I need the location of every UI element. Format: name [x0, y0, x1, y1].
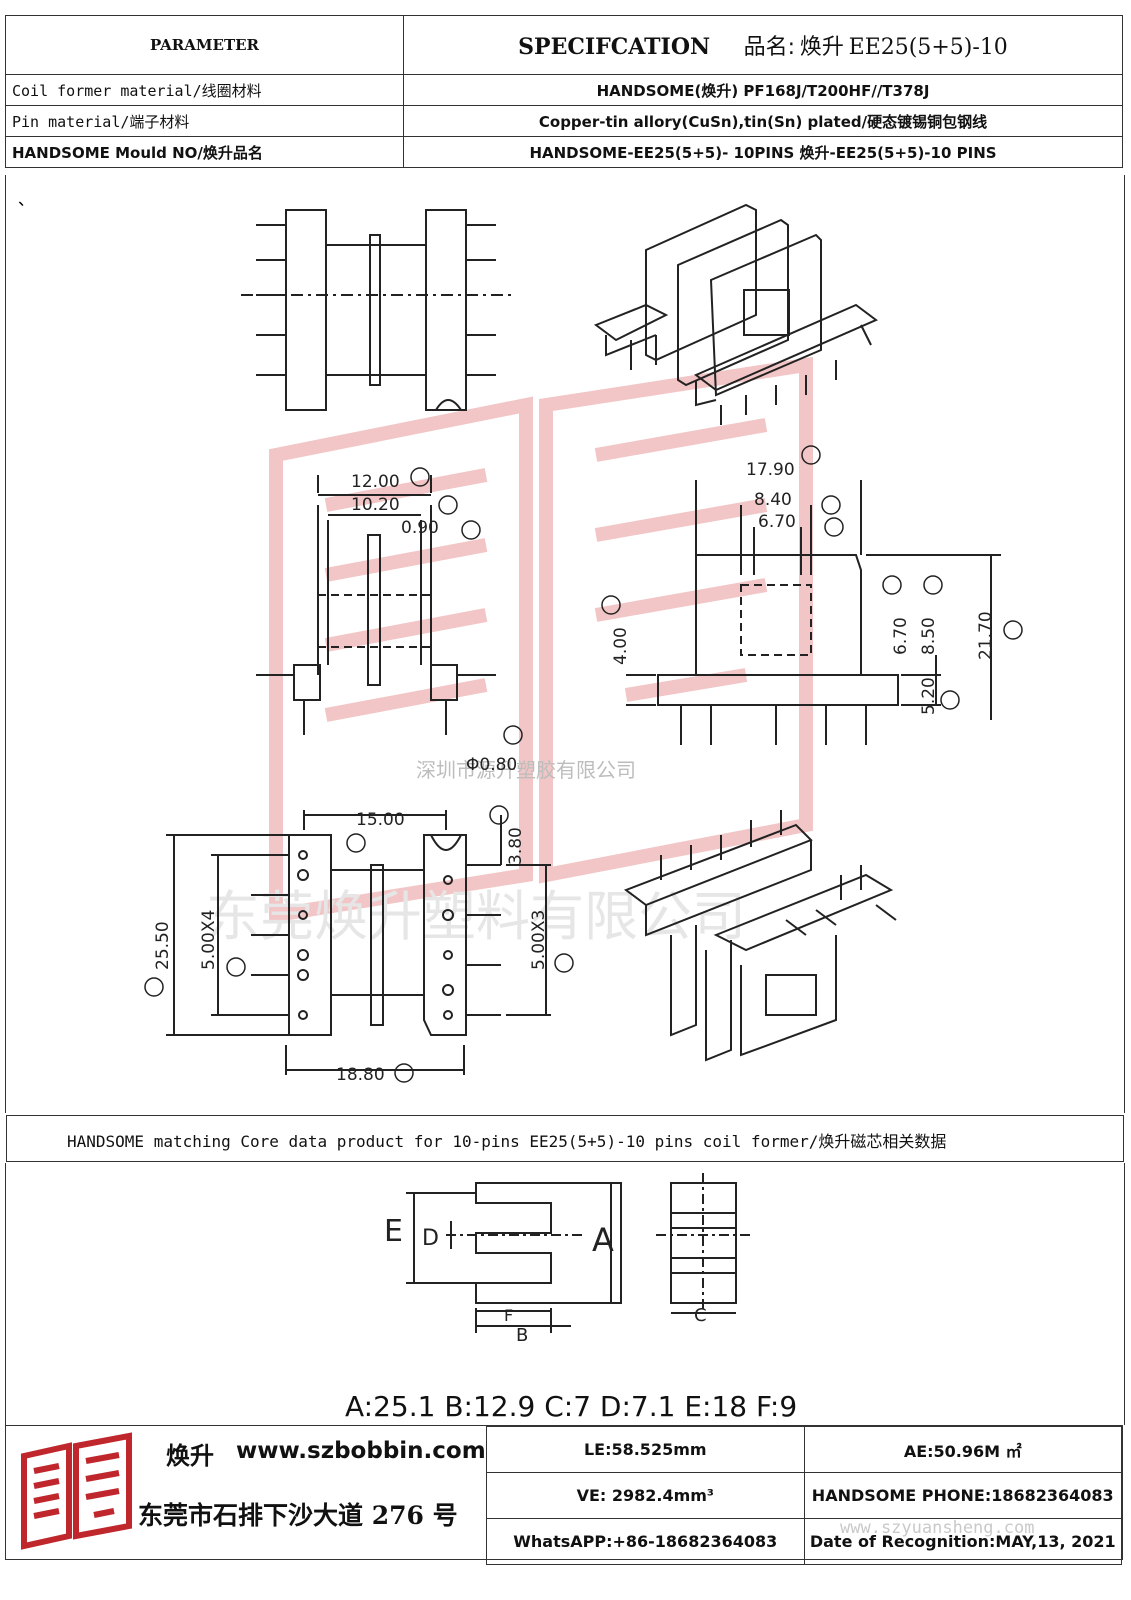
ve-value: VE: 2982.4mm³: [486, 1472, 805, 1519]
dim-r-value: 18.80: [336, 1065, 385, 1085]
row-value-pin-material: Copper-tin allory(CuSn),tin(Sn) plated/硬…: [403, 105, 1123, 137]
row-label-mould-no: HANDSOME Mould NO/焕升品名: [5, 136, 404, 168]
watermark-company-text: 深圳市源升塑胶有限公司: [416, 758, 636, 782]
dim-o-value: 15.00: [356, 810, 405, 830]
phone-value: HANDSOME PHONE:18682364083: [803, 1472, 1122, 1519]
watermark-company-text-2: 东莞焕升塑料有限公司: [206, 885, 746, 948]
le-value: LE:58.525mm: [486, 1426, 805, 1473]
row-label-coil-material: Coil former material/线圈材料: [5, 74, 404, 106]
dim-h-value: 6.70: [758, 512, 796, 532]
core-label-a: A: [592, 1221, 614, 1259]
dim-i-value: 6.70: [891, 617, 911, 655]
dim-n-value: 5.00X4: [199, 910, 219, 970]
circled-markers: [144, 445, 1023, 1083]
watermark-logo: [269, 356, 813, 924]
company-website[interactable]: www.szbobbin.com: [236, 1438, 486, 1464]
spec-header-table: PARAMETER SPECIFCATION 品名: 焕升 EE25(5+5)-…: [5, 15, 1123, 168]
side-view-drawing: [256, 475, 496, 735]
core-parameters-table: LE:58.525mm AE:50.96M ㎡ VE: 2982.4mm³ HA…: [486, 1426, 1122, 1565]
core-drawing-area: E D A F B C: [5, 1163, 1125, 1425]
dim-g-value: 8.40: [754, 490, 792, 510]
dimension-labels: 12.00 10.20 0.90 Φ0.80 17.90 8.40 6.70 1…: [153, 460, 996, 1085]
company-address: 东莞市石排下沙大道 276 号: [138, 1501, 458, 1530]
comma-mark: 、: [18, 190, 34, 209]
core-label-c: C: [694, 1305, 707, 1326]
isometric-view-bottom: [623, 810, 897, 1062]
dim-f-value: 17.90: [746, 460, 795, 480]
core-data-heading-box: HANDSOME matching Core data product for …: [6, 1115, 1124, 1162]
dim-j-value: 8.50: [919, 617, 939, 655]
brand-name-cn: 焕升: [166, 1441, 214, 1470]
spec-label: SPECIFCATION: [518, 34, 711, 60]
watermark-url: www.szyuansheng.com: [840, 1518, 1035, 1538]
dim-e-value: 4.00: [611, 627, 631, 665]
front-view-drawing: [626, 480, 1001, 745]
core-label-d: D: [422, 1226, 439, 1251]
company-logo: [21, 1432, 132, 1550]
pin-view-drawing: [166, 810, 551, 1075]
dim-q-value: 5.00X3: [529, 910, 549, 970]
technical-drawing-area: 深圳市源升塑胶有限公司 东莞焕升塑料有限公司 、: [5, 175, 1125, 1113]
specification-heading: SPECIFCATION 品名: 焕升 EE25(5+5)-10: [403, 15, 1123, 75]
core-dimensions-text: A:25.1 B:12.9 C:7 D:7.1 E:18 F:9: [345, 1390, 798, 1423]
dim-k-value: 21.70: [976, 611, 996, 660]
row-value-mould-no: HANDSOME-EE25(5+5)- 10PINS 焕升-EE25(5+5)-…: [403, 136, 1123, 168]
top-view-drawing: [241, 209, 511, 411]
spec-sheet: PARAMETER SPECIFCATION 品名: 焕升 EE25(5+5)-…: [5, 15, 1125, 1565]
core-drawing: E D A F B C: [384, 1173, 751, 1346]
dim-b-value: 10.20: [351, 495, 400, 515]
dim-c-value: 0.90: [401, 518, 439, 538]
core-label-b: B: [516, 1325, 528, 1346]
core-label-e: E: [384, 1214, 403, 1249]
date-value: Date of Recognition:MAY,13, 2021: [803, 1518, 1122, 1565]
product-name-cn: 焕升: [799, 35, 844, 60]
isometric-view-top: [593, 203, 878, 425]
product-name-label: 品名:: [743, 35, 796, 60]
technical-drawing: 深圳市源升塑胶有限公司 东莞焕升塑料有限公司 、: [18, 190, 1023, 1085]
row-label-pin-material: Pin material/端子材料: [5, 105, 404, 137]
dim-p-value: 3.80: [506, 827, 526, 865]
company-info: 焕升 www.szbobbin.com 东莞市石排下沙大道 276 号: [6, 1426, 487, 1559]
core-data-title: HANDSOME matching Core data product for …: [67, 1132, 947, 1151]
dim-m-value: 25.50: [153, 921, 173, 970]
core-label-f: F: [504, 1306, 513, 1325]
whatsapp-value: WhatsAPP:+86-18682364083: [486, 1518, 805, 1565]
dim-l-value: 5.20: [919, 677, 939, 715]
ae-value: AE:50.96M ㎡: [803, 1426, 1122, 1473]
dim-d-value: Φ0.80: [466, 755, 517, 775]
row-value-coil-material: HANDSOME(焕升) PF168J/T200HF//T378J: [403, 74, 1123, 106]
dim-a-value: 12.00: [351, 472, 400, 492]
parameter-heading: PARAMETER: [5, 15, 404, 75]
footer: 焕升 www.szbobbin.com 东莞市石排下沙大道 276 号 LE:5…: [5, 1425, 1123, 1565]
product-code: EE25(5+5)-10: [848, 35, 1008, 60]
